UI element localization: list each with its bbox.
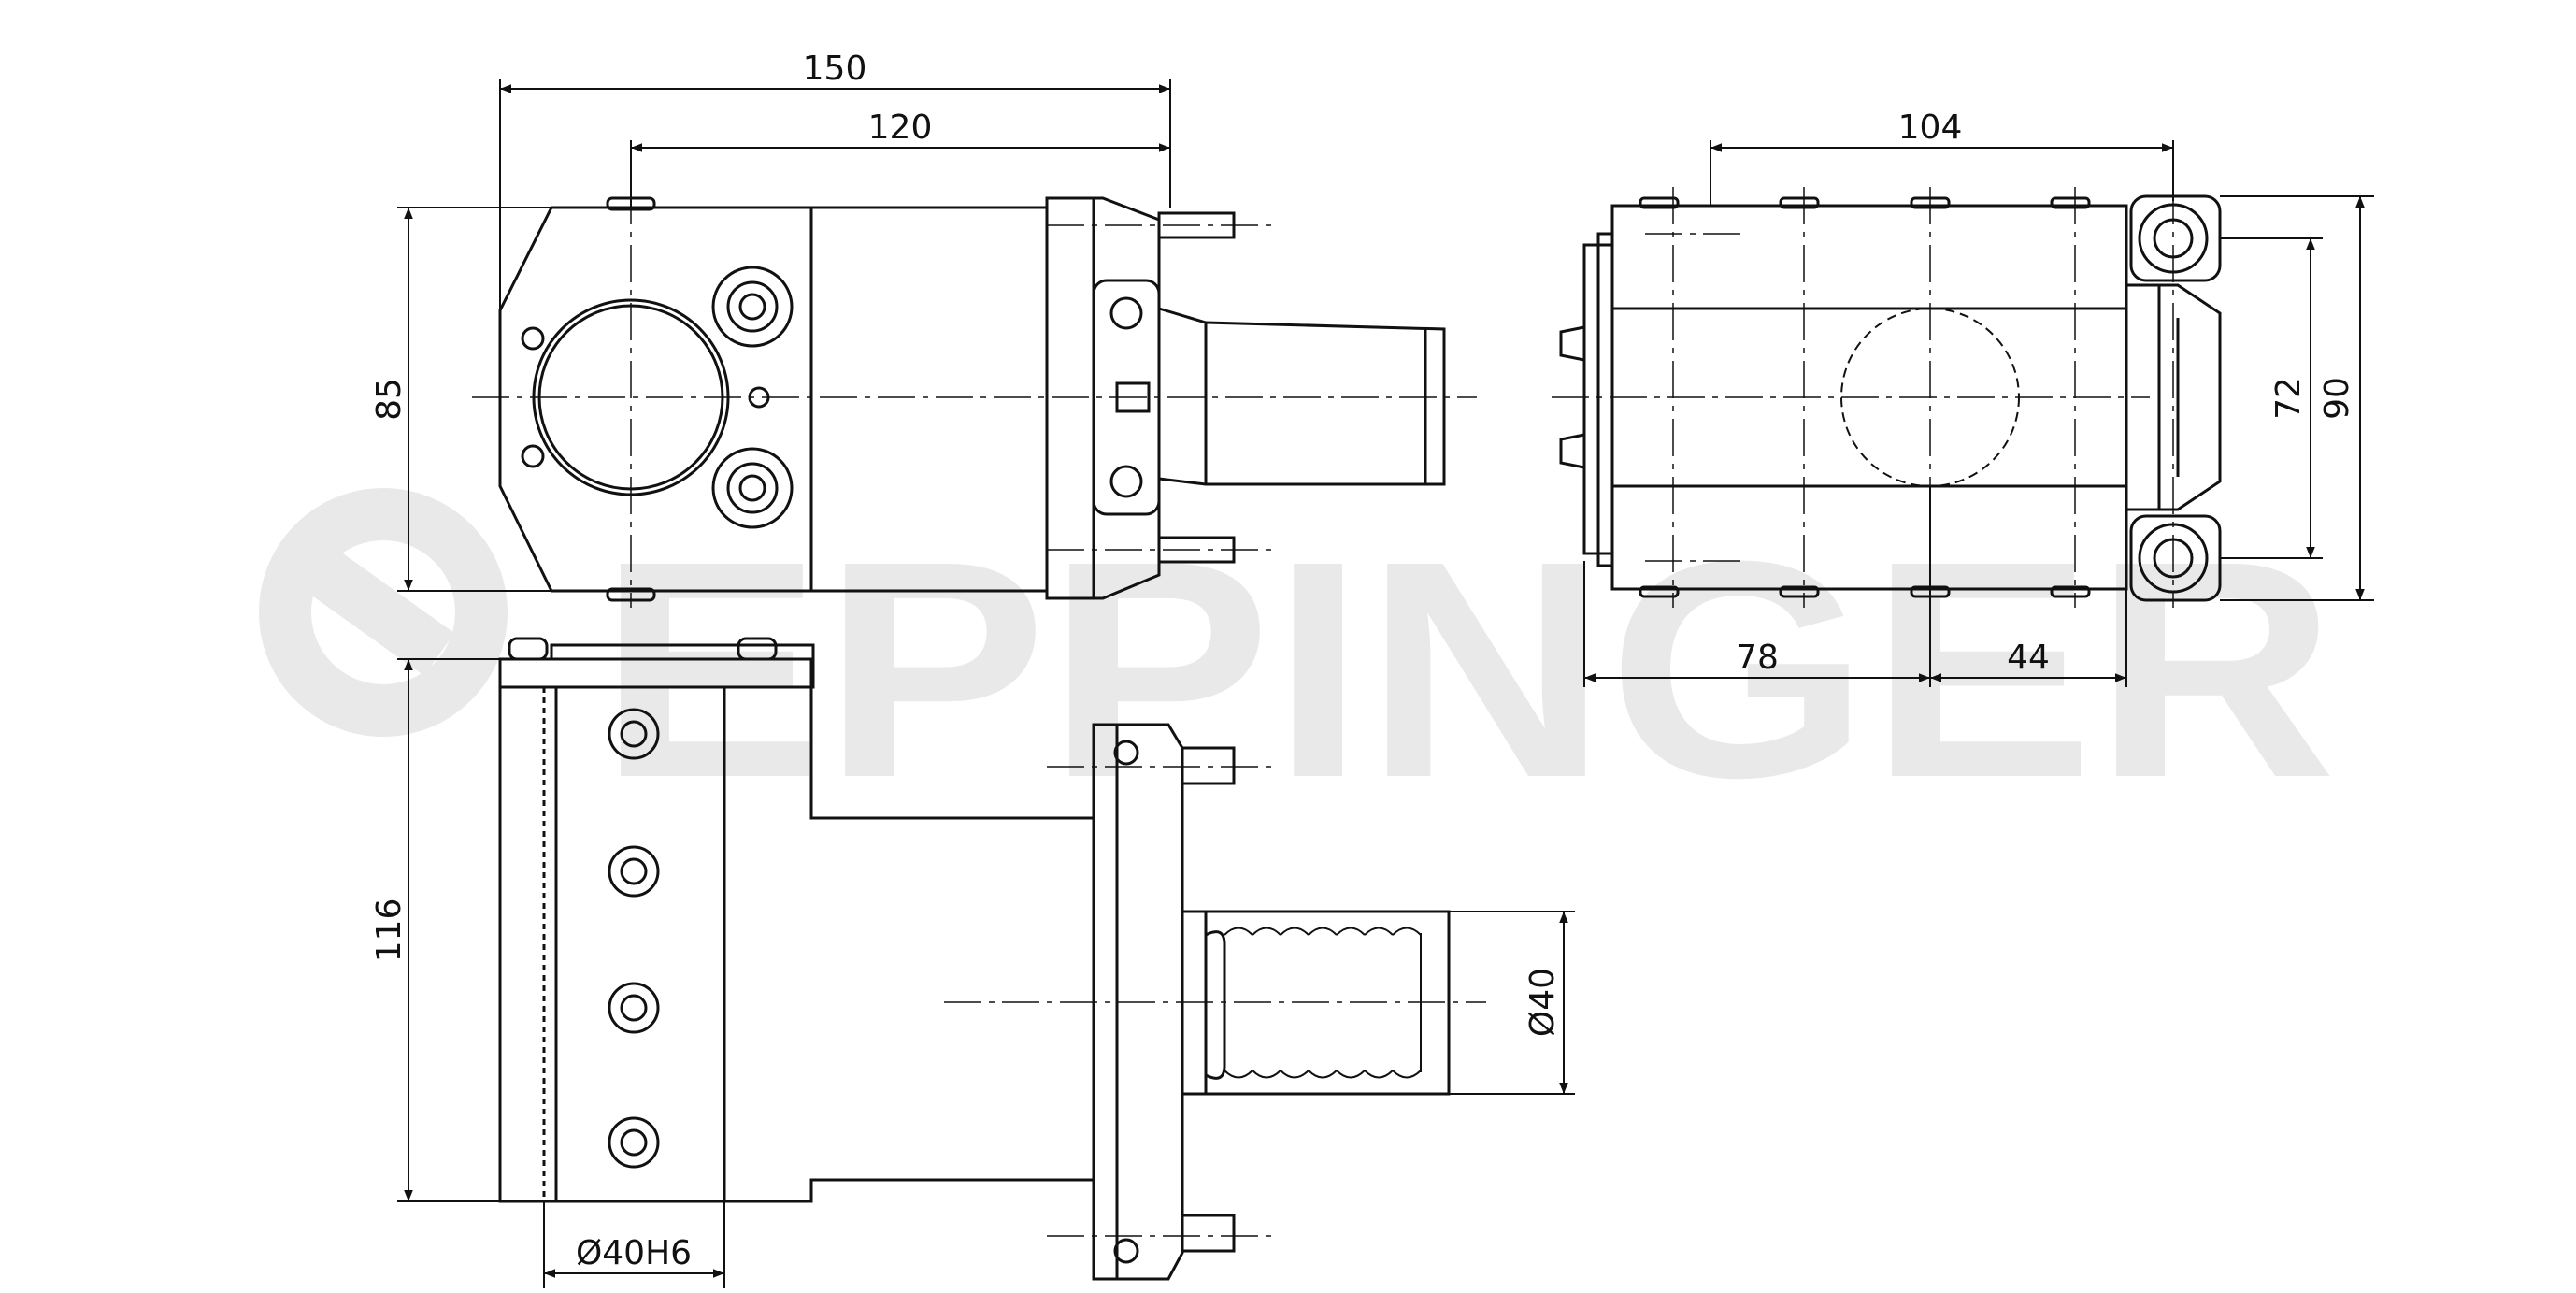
dim-85: 85 [370,378,408,421]
rear-view-centerlines [1552,187,2174,608]
front-view-centerlines [472,187,1477,608]
brand-logo-icon [259,488,508,737]
dim-116: 116 [370,898,408,963]
dim-90: 90 [2318,377,2356,420]
dim-104: 104 [1898,108,1963,147]
dim-72: 72 [2269,377,2308,420]
side-bolts [608,708,660,1169]
dim-shank-dia: Ø40 [1524,968,1562,1037]
dimension-labels: 150 120 85 116 Ø40H6 Ø40 104 90 72 78 44 [370,50,2356,1272]
watermark: EPPINGER [259,488,2337,841]
side-view-centerlines [944,766,1486,1237]
dim-44: 44 [2007,639,2050,677]
dim-150: 150 [803,50,867,88]
dim-120: 120 [868,108,933,147]
dim-bore-dia: Ø40H6 [576,1234,692,1272]
watermark-brand: EPPINGER [598,496,2337,841]
side-view [498,637,1451,1281]
front-bolt-upper [711,266,794,348]
dimension-lines [397,79,2374,1288]
front-bolt-lower [711,447,794,529]
shank-threads [1224,927,1422,1079]
rear-bolt-upper [2129,194,2222,282]
dim-78: 78 [1736,639,1779,677]
